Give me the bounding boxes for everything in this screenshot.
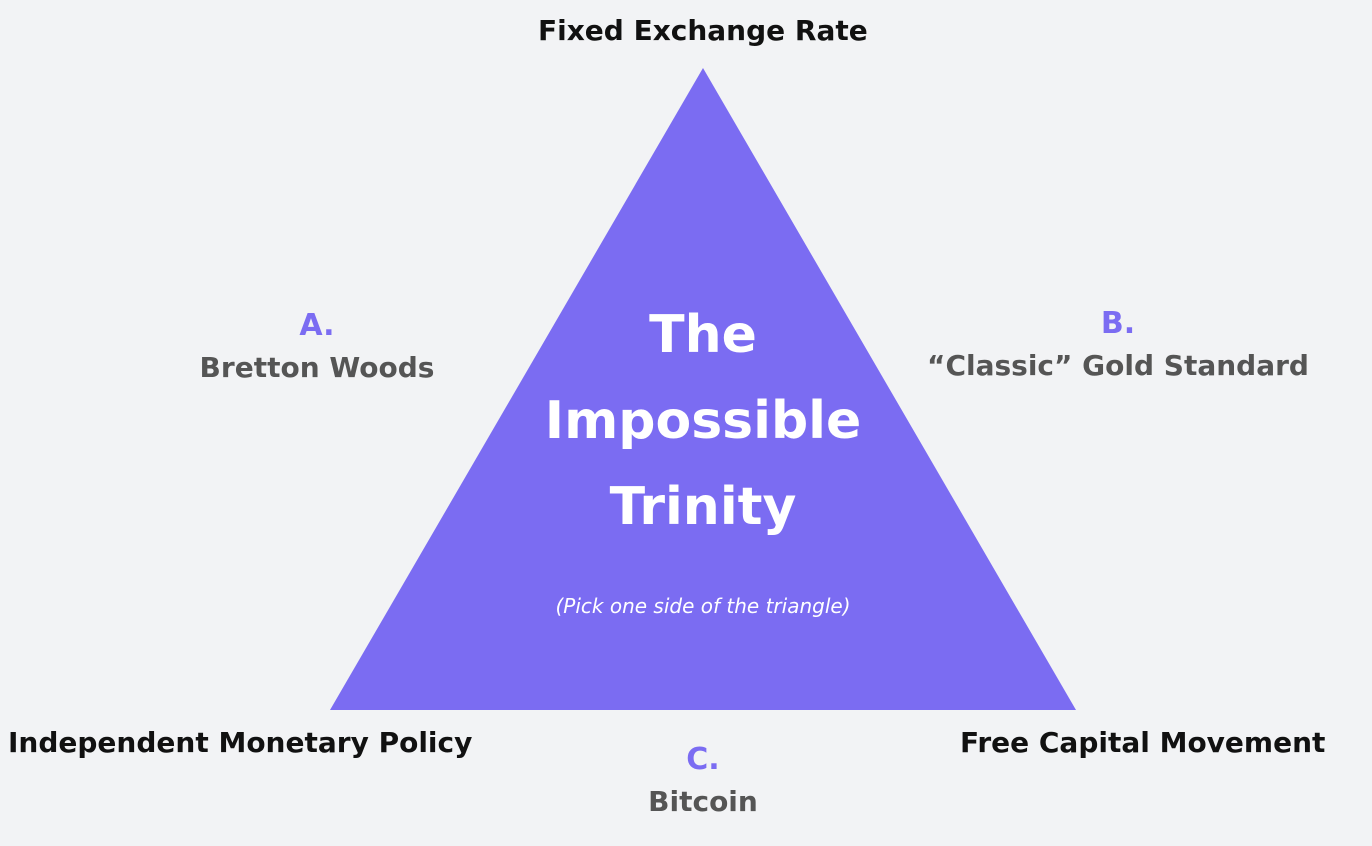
option-label: Bitcoin [648, 785, 758, 818]
option-letter: C. [686, 742, 720, 777]
title-line: Trinity [609, 477, 797, 537]
option-label: “Classic” Gold Standard [927, 349, 1309, 382]
option-a: A. Bretton Woods [167, 308, 467, 384]
option-b: B. “Classic” Gold Standard [918, 306, 1318, 382]
option-letter: A. [299, 308, 335, 343]
diagram-subtitle: (Pick one side of the triangle) [555, 594, 851, 618]
option-c: C. Bitcoin [553, 742, 853, 818]
option-label: Bretton Woods [199, 351, 435, 384]
impossible-trinity-triangle [330, 68, 1076, 710]
corner-top-label: Fixed Exchange Rate [538, 14, 868, 47]
title-line: Impossible [544, 391, 862, 451]
corner-bottom-left-label: Independent Monetary Policy [8, 726, 473, 759]
diagram-title: The Impossible Trinity [503, 292, 903, 550]
corner-bottom-right-label: Free Capital Movement [960, 726, 1326, 759]
title-line: The [649, 305, 757, 365]
option-letter: B. [1100, 306, 1136, 341]
